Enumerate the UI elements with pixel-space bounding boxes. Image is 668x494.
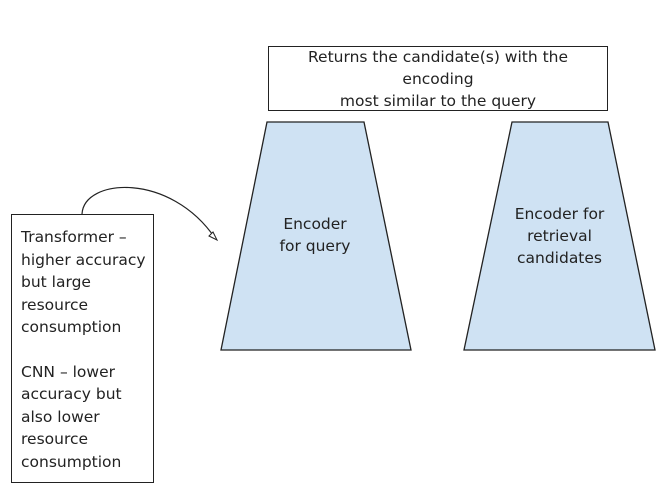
query-encoder-label: Encoder for query <box>279 215 351 255</box>
retrieval-encoder-label: Encoder for retrieval candidates <box>514 205 605 267</box>
result-box: Returns the candidate(s) with the encodi… <box>268 46 608 111</box>
result-box-text: Returns the candidate(s) with the encodi… <box>307 47 569 110</box>
note-to-encoder-arrow <box>81 186 216 239</box>
transformer-note: Transformer – higher accuracy but large … <box>21 228 146 336</box>
query-encoder-trapezoid <box>220 121 412 351</box>
cnn-note: CNN – lower accuracy but also lower reso… <box>21 362 122 471</box>
retrieval-encoder-trapezoid <box>463 121 656 351</box>
model-comparison-note: Transformer – higher accuracy but large … <box>11 214 154 483</box>
arrow-head-icon <box>208 231 219 242</box>
